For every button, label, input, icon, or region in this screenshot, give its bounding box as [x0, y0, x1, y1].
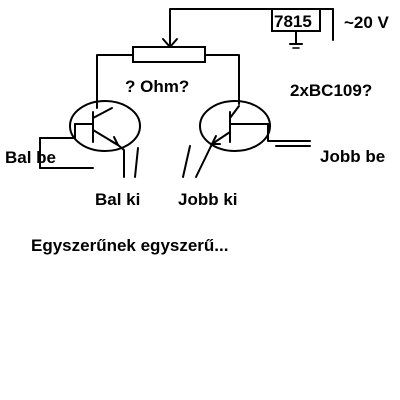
- supply-voltage-label: ~20 V: [344, 13, 390, 32]
- left-transistor: [39, 100, 141, 178]
- left-input-label: Bal be: [5, 148, 56, 167]
- regulator-7815: 7815: [271, 8, 321, 49]
- left-output-label: Bal ki: [95, 190, 140, 209]
- signal-lines: [39, 137, 311, 169]
- right-transistor: [182, 100, 311, 178]
- caption: Egyszerűnek egyszerű...: [31, 236, 228, 255]
- right-output-label: Jobb ki: [178, 190, 238, 209]
- right-input-label: Jobb be: [320, 147, 385, 166]
- pot-value-label: ? Ohm?: [125, 77, 189, 96]
- transistor-type-label: 2xBC109?: [290, 81, 372, 100]
- regulator-label: 7815: [274, 12, 312, 31]
- potentiometer: [96, 29, 240, 109]
